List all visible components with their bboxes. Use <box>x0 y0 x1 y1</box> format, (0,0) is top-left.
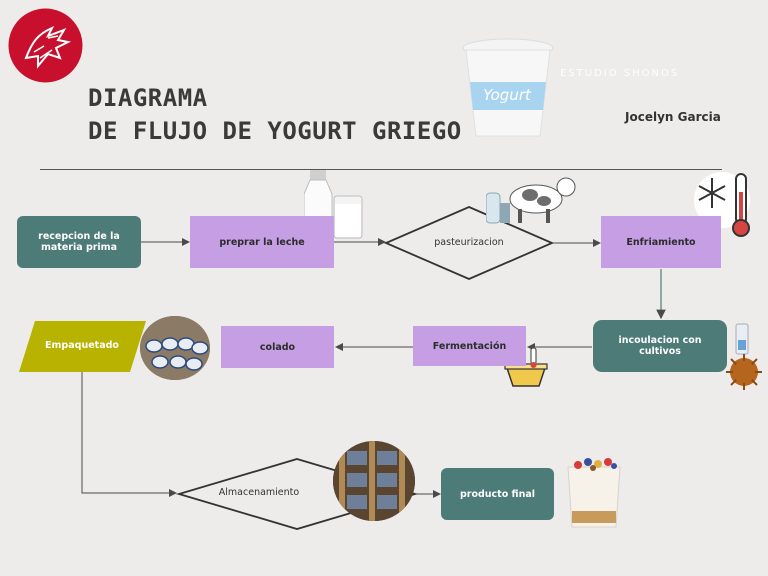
empaquetado-shape <box>19 321 146 372</box>
step-almacenamiento-label: Almacenamiento <box>218 487 300 498</box>
studio-watermark: ESTUDIO SHONOS <box>560 68 680 79</box>
step-fermentacion-label: Fermentación <box>432 340 507 352</box>
pasteurizacion-diamond <box>383 206 555 280</box>
yogurt-cup-label: Yogurt <box>483 86 531 104</box>
step-recepcion[interactable]: recepcion de la materia prima <box>17 216 141 268</box>
step-colado[interactable]: colado <box>221 326 334 368</box>
step-producto-final[interactable]: producto final <box>441 468 554 520</box>
author-name: Jocelyn Garcia <box>625 110 721 124</box>
yogurt-cup-icon <box>458 36 558 140</box>
step-recepcion-label: recepcion de la materia prima <box>38 231 120 253</box>
header-divider <box>40 169 722 170</box>
step-enfriamiento[interactable]: Enfriamiento <box>601 216 721 268</box>
bacteria-icon <box>718 322 768 394</box>
arrow-empaquetado-almacenamiento <box>81 372 177 497</box>
step-empaquetado-label[interactable]: Empaquetado <box>45 339 119 351</box>
step-inoculacion[interactable]: incoulacion con cultivos <box>593 320 727 372</box>
page-title: DIAGRAMA DE FLUJO DE YOGURT GRIEGO <box>88 82 462 148</box>
heating-pot-icon <box>503 347 549 388</box>
yogurt-cups-photo <box>140 316 210 380</box>
logo <box>8 8 83 83</box>
step-enfriamiento-label: Enfriamiento <box>626 236 696 248</box>
yogurt-parfait-icon <box>562 455 626 533</box>
cold-thermometer-icon <box>692 168 766 242</box>
step-colado-label: colado <box>259 341 296 353</box>
step-fermentacion[interactable]: Fermentación <box>413 326 526 366</box>
warehouse-photo <box>333 441 415 521</box>
step-preparar-label: preprar la leche <box>219 236 305 248</box>
cow-icon <box>485 173 580 225</box>
step-preparar[interactable]: preprar la leche <box>190 216 334 268</box>
step-producto-final-label: producto final <box>459 488 536 500</box>
step-pasteurizacion-label: pasteurizacion <box>434 237 504 248</box>
title-line-1: DIAGRAMA <box>88 84 208 112</box>
title-line-2: DE FLUJO DE YOGURT GRIEGO <box>88 117 462 145</box>
step-inoculacion-label: incoulacion con cultivos <box>618 335 702 357</box>
